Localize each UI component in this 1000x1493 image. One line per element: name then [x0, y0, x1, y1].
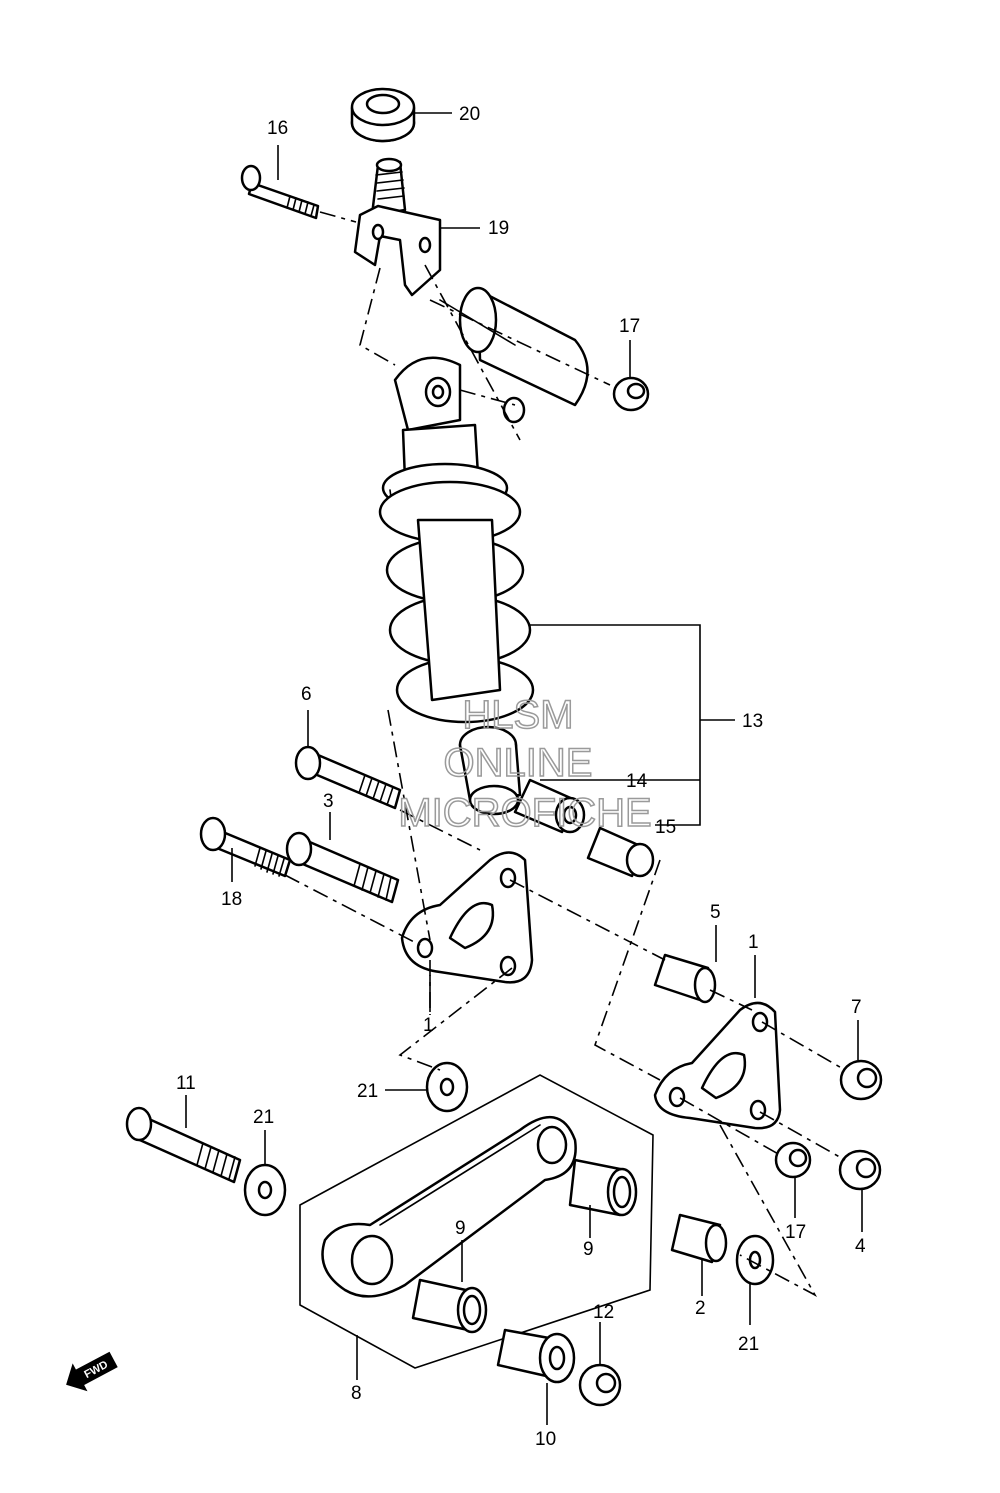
part-7-nut[interactable]: [839, 1059, 883, 1101]
callout-10: 10: [535, 1429, 556, 1450]
part-2-collar[interactable]: [670, 1213, 728, 1264]
part-21-washer-left[interactable]: [243, 1163, 287, 1217]
part-9-bearing-left[interactable]: [411, 1278, 488, 1334]
part-4-nut[interactable]: [838, 1149, 882, 1191]
bracket-13-14-15: [530, 624, 735, 826]
part-6-bolt[interactable]: [294, 745, 402, 810]
callout-21-upper: 21: [357, 1081, 378, 1102]
part-21-washer-right[interactable]: [735, 1234, 775, 1286]
callout-9-right: 9: [583, 1239, 594, 1260]
callout-20: 20: [459, 104, 480, 125]
alignment-lines: [284, 211, 846, 1297]
callout-15: 15: [655, 817, 676, 838]
callout-7: 7: [851, 997, 862, 1018]
fwd-arrow: FWD: [66, 1351, 118, 1392]
part-8-group-outline: [299, 1074, 654, 1369]
callout-2: 2: [695, 1298, 706, 1319]
callout-19: 19: [488, 218, 509, 239]
part-17-nut-lower[interactable]: [774, 1141, 812, 1179]
watermark: HLSM ONLINE MICROFICHE: [398, 692, 653, 836]
part-18-bolt[interactable]: [199, 816, 292, 878]
part-15-bushing[interactable]: [586, 826, 655, 878]
callout-18: 18: [221, 889, 242, 910]
callout-16: 16: [267, 118, 288, 139]
part-11-bolt[interactable]: [125, 1106, 242, 1184]
part-3-bolt[interactable]: [285, 831, 400, 904]
callout-17-lower: 17: [785, 1222, 806, 1243]
part-16-bolt[interactable]: [240, 164, 320, 220]
part-9-bearing-right[interactable]: [568, 1158, 638, 1217]
part-20-nut[interactable]: [350, 87, 416, 143]
callout-9-left: 9: [455, 1218, 466, 1239]
callout-21-right: 21: [738, 1334, 759, 1355]
callout-11: 11: [176, 1073, 196, 1094]
callout-14: 14: [626, 771, 648, 792]
callouts: 20 16 19 17 6 13 14 3 15 18 5 1 7 1 21 1…: [176, 104, 866, 1450]
part-19-clevis[interactable]: [353, 157, 442, 297]
callout-8: 8: [351, 1383, 362, 1404]
callout-1-right: 1: [748, 932, 759, 953]
part-17-nut-upper[interactable]: [612, 376, 650, 412]
callout-5: 5: [710, 902, 721, 923]
callout-6: 6: [301, 684, 312, 705]
part-10-collar[interactable]: [496, 1328, 576, 1384]
callout-1-left: 1: [423, 1015, 434, 1036]
shock-reservoir[interactable]: [439, 286, 589, 407]
callout-3: 3: [323, 791, 334, 812]
callout-13: 13: [742, 711, 763, 732]
leader-lines: [185, 112, 863, 1425]
part-13-shock-absorber[interactable]: [378, 356, 535, 816]
watermark-line-2: ONLINE: [444, 741, 593, 785]
part-14-bushing[interactable]: [513, 778, 586, 834]
part-12-nut[interactable]: [578, 1363, 622, 1407]
callout-4: 4: [855, 1236, 866, 1257]
part-1-plate-left[interactable]: [400, 851, 534, 984]
part-1-plate-right[interactable]: [653, 1001, 782, 1130]
watermark-line-1: HLSM: [462, 693, 573, 737]
callout-21-left: 21: [253, 1107, 274, 1128]
callout-12: 12: [593, 1302, 614, 1323]
callout-17-upper: 17: [619, 316, 640, 337]
part-8-cushion-rod[interactable]: [321, 1115, 577, 1298]
part-5-collar[interactable]: [653, 953, 717, 1004]
part-21-washer-upper[interactable]: [425, 1061, 469, 1113]
watermark-line-3: MICROFICHE: [398, 791, 651, 835]
